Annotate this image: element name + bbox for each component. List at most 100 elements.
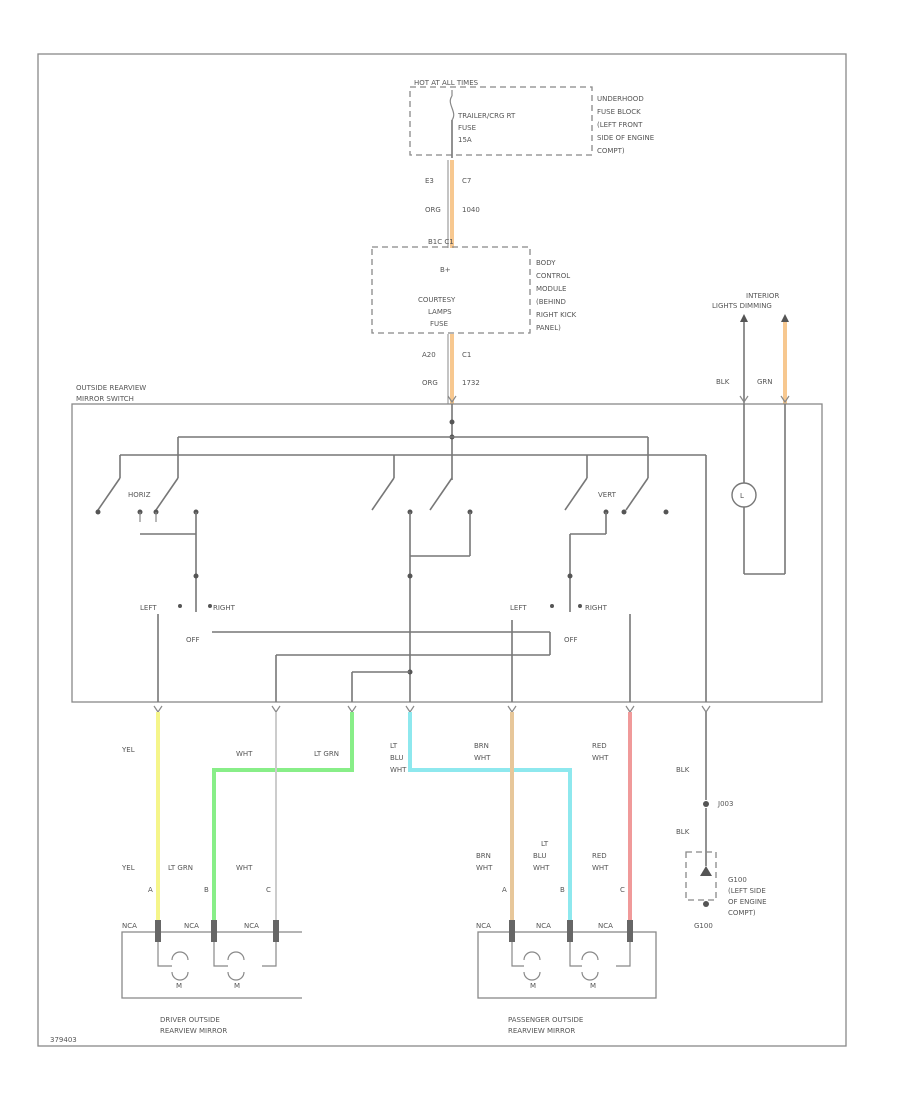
brn-label-bottom-1: BRN	[476, 852, 491, 860]
ground-label-2: (LEFT SIDE	[728, 887, 766, 895]
pass-motor-2-label: M	[590, 982, 596, 990]
pass-motor-1-label: M	[530, 982, 536, 990]
fuse-rating-label: 15A	[458, 136, 472, 144]
fuse-label: FUSE	[458, 124, 476, 132]
left-pos-2	[550, 604, 554, 608]
red-label-bottom-1: RED	[592, 852, 607, 860]
illumination-lamp-icon	[731, 482, 757, 508]
horiz-label: HORIZ	[128, 491, 151, 499]
c7-label: C7	[462, 177, 471, 185]
red-label-bottom-2: WHT	[592, 864, 609, 872]
brn-label-top-2: WHT	[474, 754, 491, 762]
passenger-mirror-label-2: REARVIEW MIRROR	[508, 1027, 575, 1035]
pass-nca-3: NCA	[598, 922, 613, 930]
red-label-top-2: WHT	[592, 754, 609, 762]
driver-pin-a	[155, 920, 161, 942]
ground-label-3: OF ENGINE	[728, 898, 767, 906]
pass-motor-wiring	[511, 942, 631, 967]
driver-nca-2: NCA	[184, 922, 199, 930]
blk-label-2: BLK	[676, 828, 690, 836]
contact-8	[621, 509, 627, 515]
ground-box	[685, 851, 717, 901]
lamp-symbol: L	[740, 492, 744, 500]
driver-mirror-label-2: REARVIEW MIRROR	[160, 1027, 227, 1035]
switch-blade-4	[429, 477, 453, 511]
blk-label-top: BLK	[716, 378, 730, 386]
underhood-label-3: (LEFT FRONT	[597, 121, 643, 129]
driver-motor-1-label: M	[176, 982, 182, 990]
bcm-box	[371, 246, 531, 334]
bcm-bplus-label: B+	[440, 266, 451, 274]
switch-label-1: OUTSIDE REARVIEW	[76, 384, 146, 392]
switch-terminals	[153, 705, 711, 714]
lt-blu-label-4: LT	[541, 840, 549, 848]
left-label-2: LEFT	[510, 604, 527, 612]
driver-nca-1: NCA	[122, 922, 137, 930]
bcm-label-1: BODY	[536, 259, 556, 267]
fuse-name-label: TRAILER/CRG RT	[457, 112, 516, 120]
bcm-label-5: RIGHT KICK	[536, 311, 577, 319]
pin-a-passenger: A	[502, 886, 507, 894]
diagram-id: 379403	[50, 1036, 77, 1044]
pin-c-passenger: C	[620, 886, 625, 894]
switch-blade-1	[97, 477, 121, 511]
pin-c-driver: C	[266, 886, 271, 894]
left-contact-leads	[139, 512, 157, 522]
red-label-top-1: RED	[592, 742, 607, 750]
wht-label-top: WHT	[236, 750, 253, 758]
pass-pin-c	[627, 920, 633, 942]
ground-id-label: G100	[694, 922, 713, 930]
right-label-2: RIGHT	[585, 604, 608, 612]
right-pos-1	[208, 604, 212, 608]
driver-motor-1-icon	[171, 951, 189, 981]
org-color-label: ORG	[425, 206, 441, 214]
lt-grn-wire	[212, 712, 354, 930]
e3-pin-label: E3	[425, 177, 434, 185]
hot-at-all-times-label: HOT AT ALL TIMES	[414, 79, 479, 87]
ground-terminal	[703, 901, 709, 907]
switch-blade-3	[371, 477, 395, 511]
lt-blu-label-6: WHT	[533, 864, 550, 872]
interior-label-2: LIGHTS DIMMING	[712, 302, 772, 310]
driver-pin-c	[273, 920, 279, 942]
pass-pin-a	[509, 920, 515, 942]
underhood-label-1: UNDERHOOD	[597, 95, 644, 103]
bcm-courtesy-label: COURTESY	[418, 296, 456, 304]
bcm-label-2: CONTROL	[536, 272, 570, 280]
selector-node-1	[193, 573, 199, 579]
lt-blu-label-3: WHT	[390, 766, 407, 774]
ground-icon	[700, 866, 712, 876]
yel-label-bottom: YEL	[121, 864, 135, 872]
fuse-block-box	[409, 86, 593, 156]
blk-label-1: BLK	[676, 766, 690, 774]
c1-label: C1	[462, 351, 471, 359]
ground-label-1: G100	[728, 876, 747, 884]
grn-label-top: GRN	[757, 378, 773, 386]
switch-blade-2	[155, 477, 179, 511]
driver-motor-2-label: M	[234, 982, 240, 990]
bcm-label-6: PANEL)	[536, 324, 561, 332]
driver-motor-2-icon	[227, 951, 245, 981]
bcm-lamps-label: LAMPS	[428, 308, 452, 316]
dimming-terminal-1	[740, 314, 748, 322]
pass-nca-2: NCA	[536, 922, 551, 930]
lt-grn-label-top: LT GRN	[314, 750, 339, 758]
wht-label-bottom: WHT	[236, 864, 253, 872]
org-color-label-2: ORG	[422, 379, 438, 387]
contact-9	[663, 509, 669, 515]
pass-pin-b	[567, 920, 573, 942]
feed-node-1	[449, 419, 455, 425]
bcm-label-3: MODULE	[536, 285, 566, 293]
connector-arrow-top	[447, 395, 457, 404]
pass-motor-1-icon	[523, 951, 541, 981]
right-pos-2	[578, 604, 582, 608]
lt-grn-label-bottom: LT GRN	[168, 864, 193, 872]
selector-node-2	[567, 573, 573, 579]
switch-label-2: MIRROR SWITCH	[76, 395, 134, 403]
yel-label-top: YEL	[121, 746, 135, 754]
ground-label-4: COMPT)	[728, 909, 756, 917]
a20-pin-label: A20	[422, 351, 436, 359]
pass-motor-2-icon	[581, 951, 599, 981]
left-pos-1	[178, 604, 182, 608]
contact-1	[95, 509, 101, 515]
